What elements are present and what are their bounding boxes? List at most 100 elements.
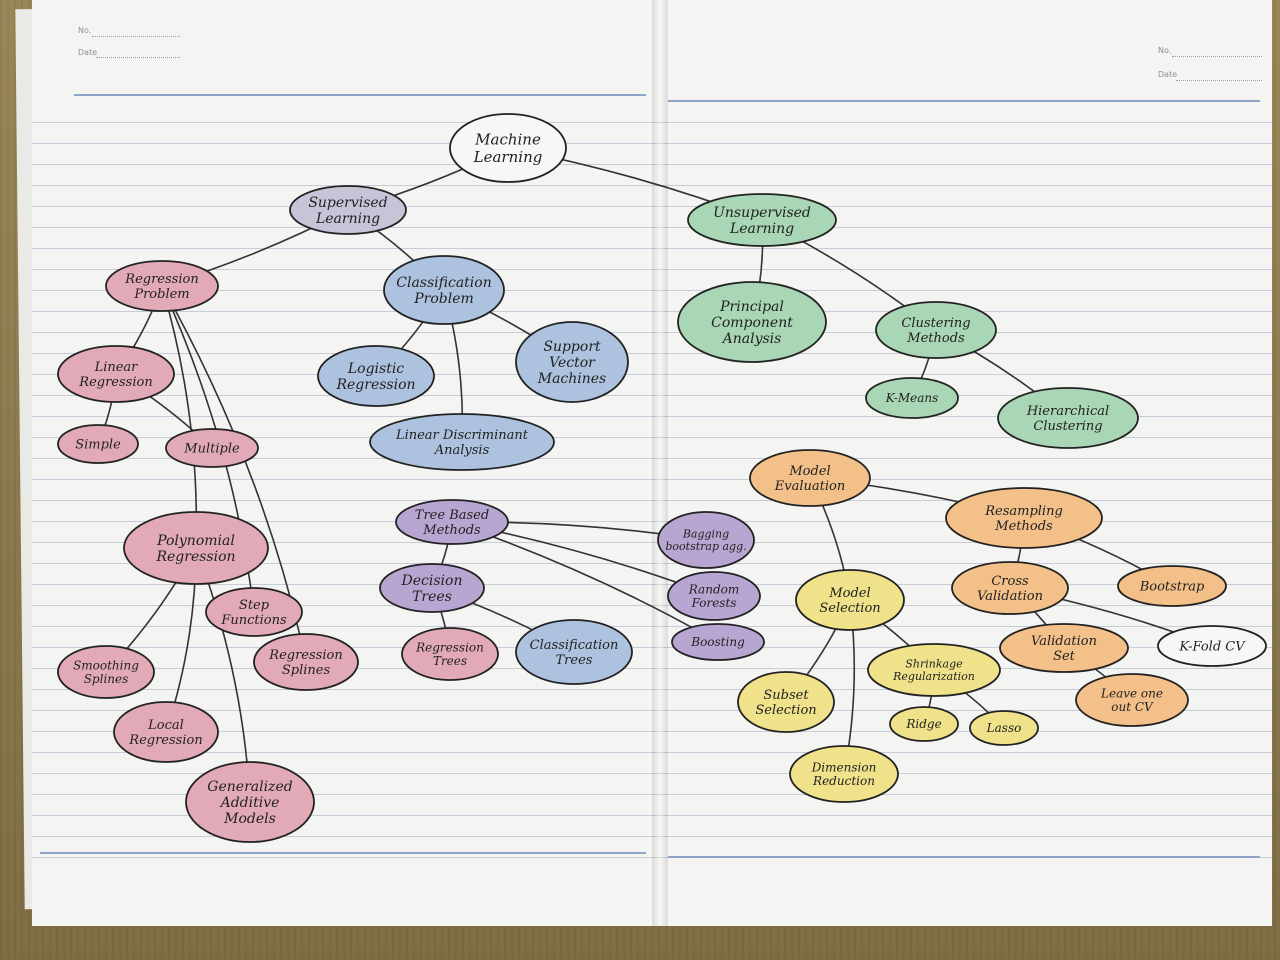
- node-label-gam-2: Models: [223, 811, 276, 827]
- no-label-right: No.: [1158, 46, 1172, 55]
- node-bubble-classtrees: [515, 619, 633, 685]
- node-label-lda-1: Analysis: [434, 443, 490, 458]
- node-label-valset-1: Set: [1053, 649, 1076, 664]
- node-label-ml-1: Learning: [473, 148, 543, 166]
- node-bubble-bootstrap: [1117, 565, 1227, 607]
- node-label-boosting-0: Boosting: [690, 635, 745, 649]
- node-label-pca-2: Analysis: [721, 331, 782, 347]
- node-label-logistic-0: Logistic: [347, 361, 404, 377]
- node-label-evaluation-0: Model: [788, 464, 830, 479]
- node-label-dimred-0: Dimension: [811, 760, 877, 774]
- no-field-right: [1172, 56, 1262, 57]
- node-kfold: K-Fold CV: [1157, 625, 1267, 667]
- node-label-svm-1: Vector: [549, 355, 596, 371]
- date-label-left: Date: [78, 48, 98, 57]
- node-bubble-logistic: [317, 345, 435, 407]
- bottom-margin-rule-right: [668, 856, 1260, 858]
- node-label-crossval-1: Validation: [977, 589, 1043, 604]
- node-bubble-simple: [57, 424, 139, 464]
- node-bubble-subset: [737, 671, 835, 733]
- node-ridge: Ridge: [889, 706, 959, 742]
- node-label-clustering-1: Methods: [906, 331, 965, 346]
- node-label-random-0: Random: [688, 582, 739, 596]
- node-label-dimred-1: Reduction: [812, 774, 875, 788]
- node-bubble-dimred: [789, 745, 899, 803]
- node-label-selection-1: Selection: [819, 601, 880, 616]
- node-label-regtrees-0: Regression: [415, 640, 484, 654]
- node-label-subset-1: Selection: [755, 703, 816, 718]
- date-field-right: [1176, 80, 1262, 81]
- node-bubble-bagging: [657, 511, 755, 569]
- node-label-regression-1: Problem: [133, 287, 189, 302]
- node-kmeans: K-Means: [865, 377, 959, 419]
- node-bubble-svm: [515, 321, 629, 403]
- node-label-regsplines-0: Regression: [268, 648, 342, 663]
- node-label-smoothing-0: Smoothing: [73, 658, 139, 672]
- node-label-polynomial-0: Polynomial: [156, 533, 235, 549]
- node-label-gam-0: Generalized: [207, 779, 292, 795]
- node-bubble-supervised: [289, 185, 407, 235]
- node-label-svm-2: Machines: [537, 371, 607, 387]
- node-label-tree-1: Methods: [422, 523, 481, 538]
- node-bubble-multiple: [165, 428, 259, 468]
- top-margin-rule-right: [668, 100, 1260, 102]
- node-bubble-selection: [795, 569, 905, 631]
- node-label-bootstrap-0: Bootstrap: [1139, 580, 1205, 595]
- node-label-selection-0: Model: [828, 586, 870, 601]
- node-bubble-tree: [395, 499, 509, 545]
- node-bubble-valset: [999, 623, 1129, 673]
- node-label-shrinkage-1: Regularization: [892, 670, 975, 683]
- node-label-resampling-0: Resampling: [984, 504, 1063, 519]
- no-label-left: No.: [78, 26, 92, 35]
- node-label-kmeans-0: K-Means: [885, 391, 939, 405]
- node-bubble-local: [113, 701, 219, 763]
- node-bubble-shrinkage: [867, 643, 1001, 697]
- node-bubble-classification: [383, 255, 505, 325]
- node-bubble-linear: [57, 345, 175, 403]
- node-label-ridge-0: Ridge: [905, 717, 941, 731]
- node-label-bagging-1: bootstrap agg.: [665, 540, 746, 553]
- node-label-pca-1: Component: [711, 315, 793, 331]
- node-label-kfold-0: K-Fold CV: [1178, 640, 1246, 655]
- node-bubble-lasso: [969, 710, 1039, 746]
- node-label-classtrees-0: Classification: [530, 638, 619, 653]
- node-label-crossval-0: Cross: [991, 574, 1029, 589]
- node-label-unsupervised-0: Unsupervised: [713, 205, 811, 221]
- node-bubble-gam: [185, 761, 315, 843]
- node-label-bagging-0: Bagging: [682, 528, 729, 541]
- node-boosting: Boosting: [671, 623, 765, 661]
- node-label-decision-1: Trees: [412, 589, 452, 605]
- node-label-classtrees-1: Trees: [556, 653, 593, 668]
- node-label-supervised-0: Supervised: [308, 195, 387, 211]
- node-label-resampling-1: Methods: [994, 519, 1053, 534]
- node-label-step-0: Step: [239, 598, 270, 613]
- node-bubble-evaluation: [749, 449, 871, 507]
- node-bubble-regsplines: [253, 633, 359, 691]
- node-bubble-polynomial: [123, 511, 269, 585]
- node-label-multiple-0: Multiple: [183, 442, 240, 457]
- node-label-tree-0: Tree Based: [415, 508, 489, 523]
- node-label-random-1: Forests: [691, 596, 737, 610]
- node-label-svm-0: Support: [543, 339, 601, 355]
- node-label-evaluation-1: Evaluation: [774, 479, 845, 494]
- node-label-hierarchical-0: Hierarchical: [1026, 404, 1109, 419]
- node-bubble-ml: [449, 113, 567, 183]
